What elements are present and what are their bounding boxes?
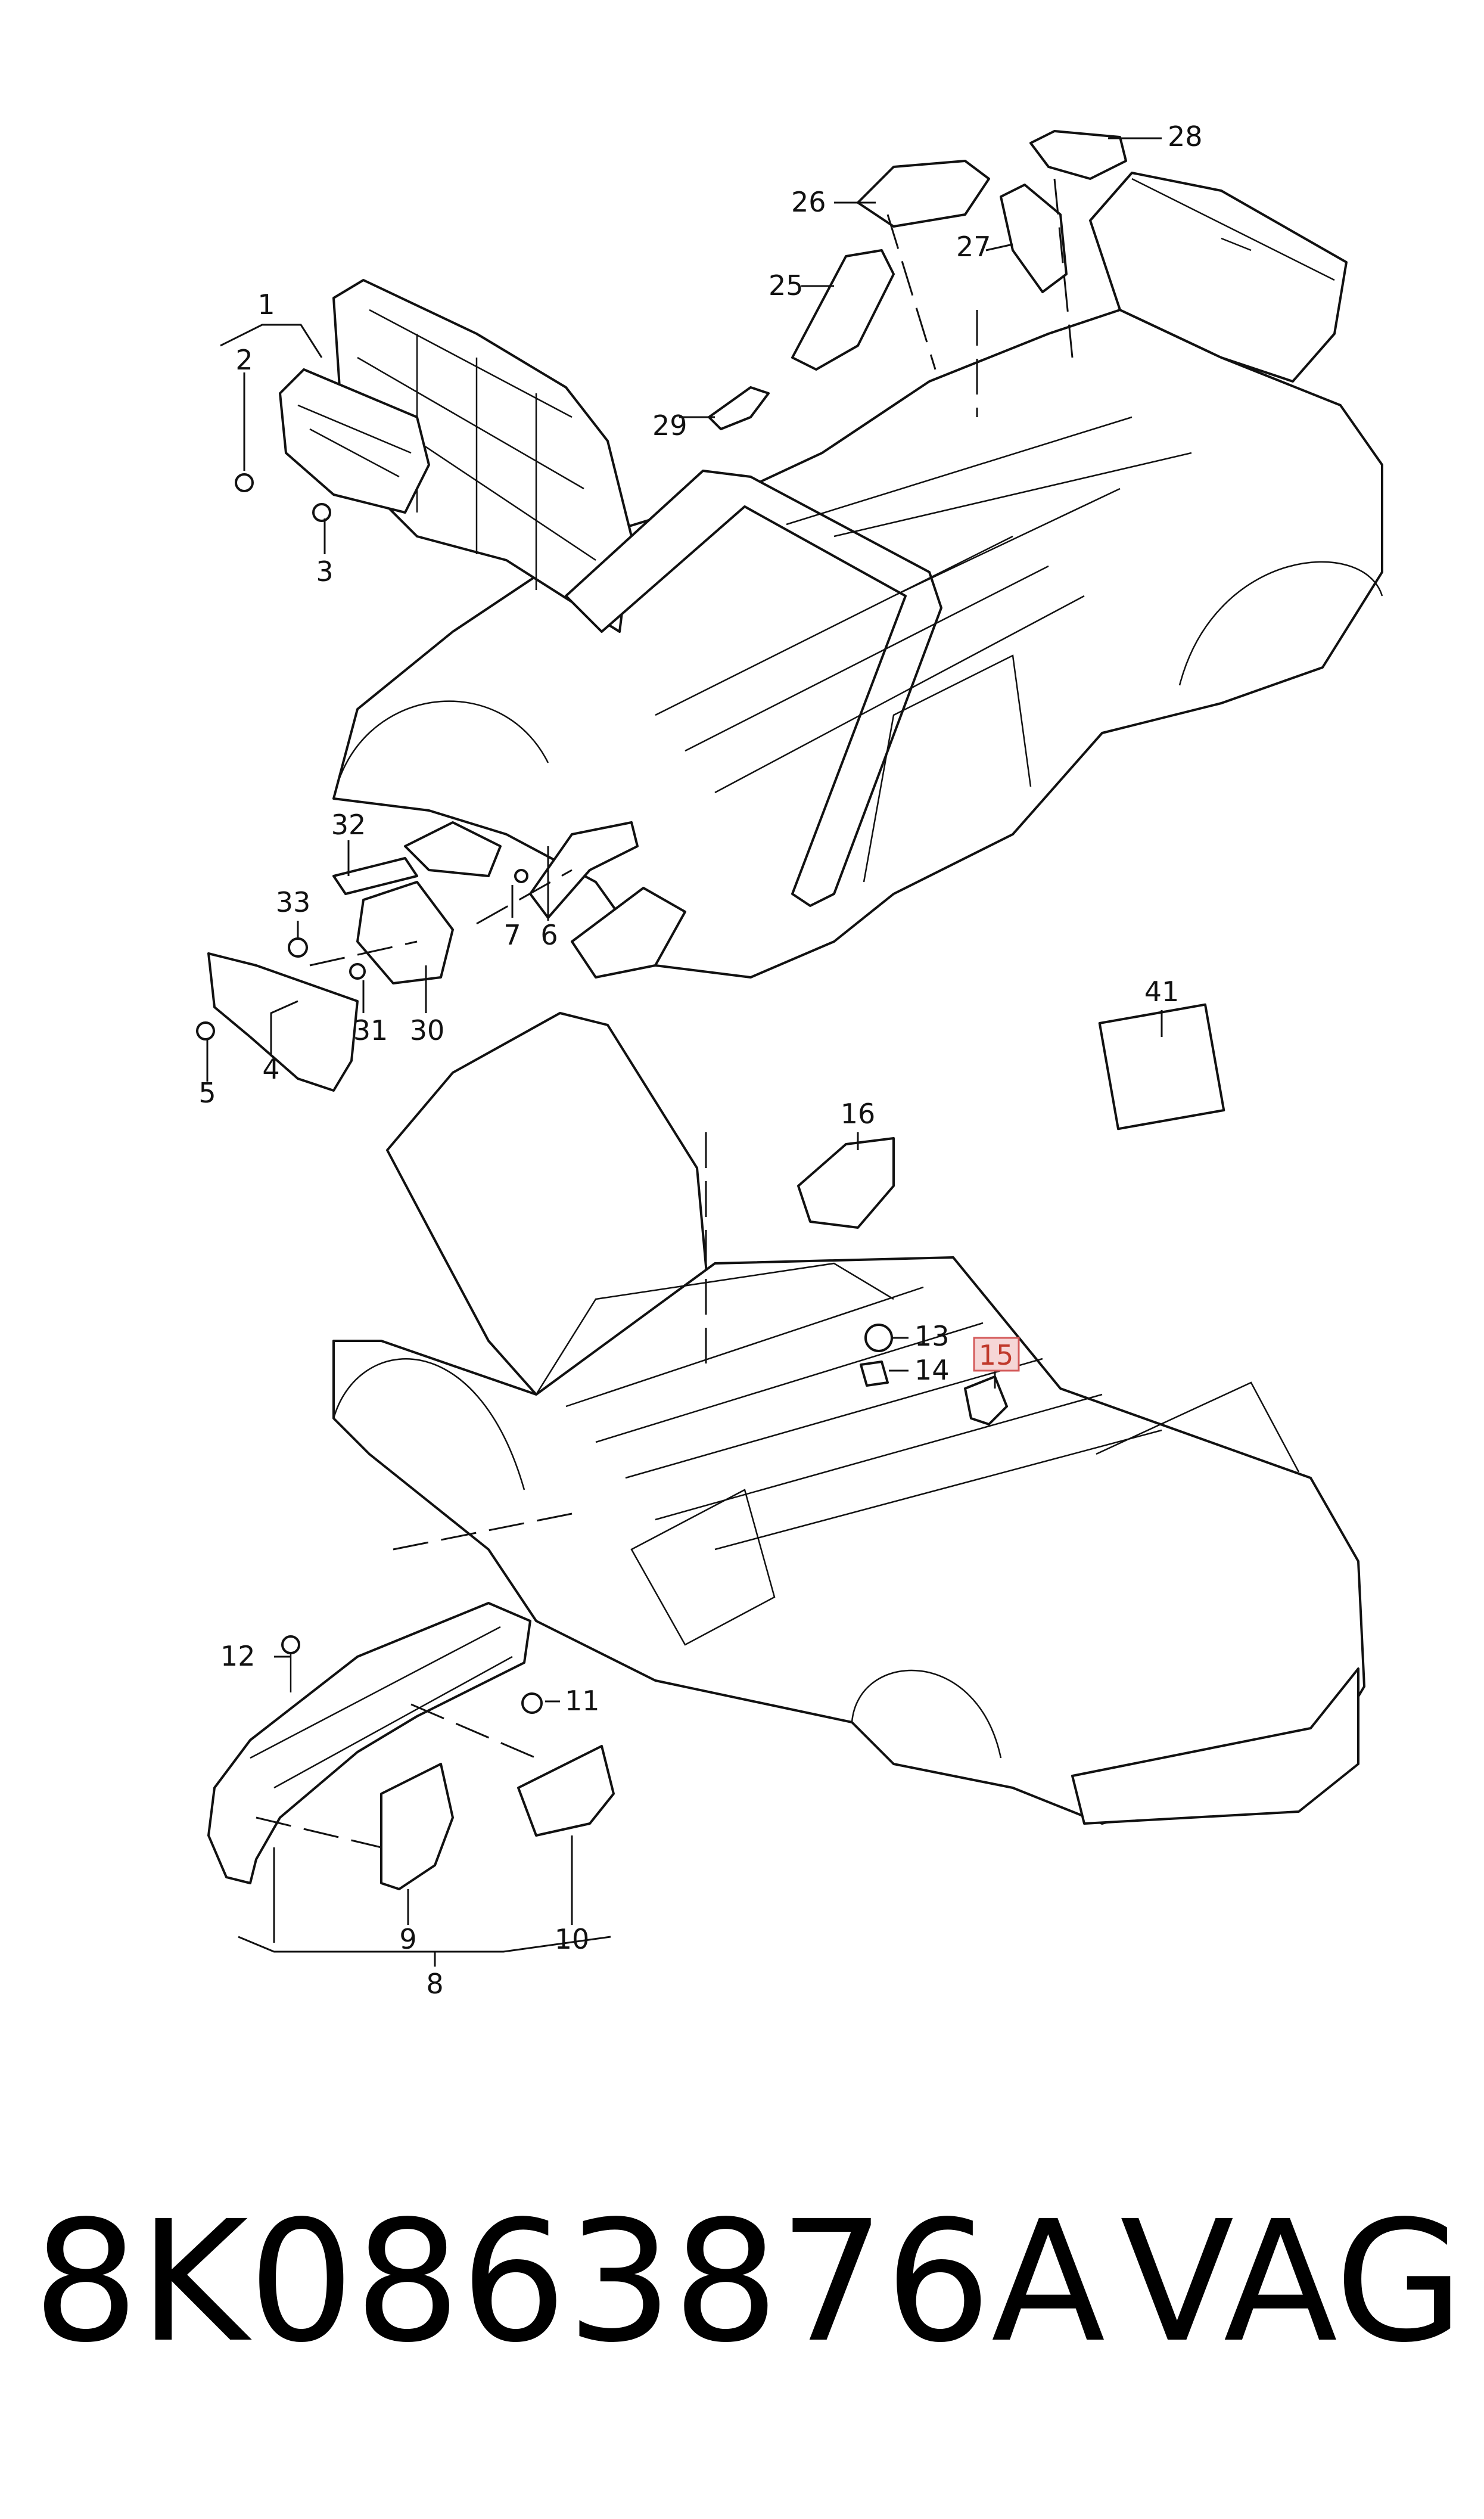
callout-10: 10	[555, 1923, 590, 1955]
callout-1: 1	[257, 288, 275, 321]
callout-12: 12	[220, 1640, 256, 1672]
lower-car-body	[332, 1012, 1365, 1825]
callout-29: 29	[652, 409, 687, 442]
callouts: 1 2 3 4 5 6 7 8 9 10 11 12 13 14 15 16 2…	[198, 120, 1202, 2000]
callout-2: 2	[235, 344, 253, 376]
callout-13: 13	[914, 1320, 950, 1352]
assembly-dash-lines	[256, 178, 1074, 1849]
callout-25: 25	[769, 269, 804, 302]
callout-33: 33	[276, 886, 311, 918]
callout-7: 7	[503, 919, 521, 951]
lower-small-parts	[207, 1137, 1008, 1890]
callout-3: 3	[316, 555, 333, 588]
callout-14: 14	[914, 1354, 950, 1386]
callout-9: 9	[399, 1923, 416, 1955]
callout-16: 16	[841, 1098, 876, 1130]
callout-41: 41	[1144, 976, 1180, 1008]
brand-label: VAG	[1120, 2185, 1464, 2380]
callout-28: 28	[1168, 120, 1203, 153]
callout-30: 30	[410, 1014, 445, 1046]
callout-27: 27	[956, 231, 991, 263]
callout-15-highlight: 15	[973, 1337, 1020, 1372]
callout-6: 6	[540, 919, 558, 951]
callout-11: 11	[565, 1685, 600, 1717]
callout-5: 5	[198, 1077, 216, 1109]
leader-lines	[206, 137, 1163, 1967]
part-number: 8K0863876A	[33, 2185, 1106, 2380]
callout-15: 15	[979, 1339, 1014, 1371]
upper-small-parts	[196, 130, 1225, 1130]
callout-31: 31	[353, 1014, 388, 1046]
callout-32: 32	[331, 809, 366, 841]
callout-8: 8	[426, 1968, 443, 2000]
callout-4: 4	[262, 1053, 279, 1085]
callout-26: 26	[791, 186, 826, 218]
upper-car-body	[332, 172, 1383, 979]
